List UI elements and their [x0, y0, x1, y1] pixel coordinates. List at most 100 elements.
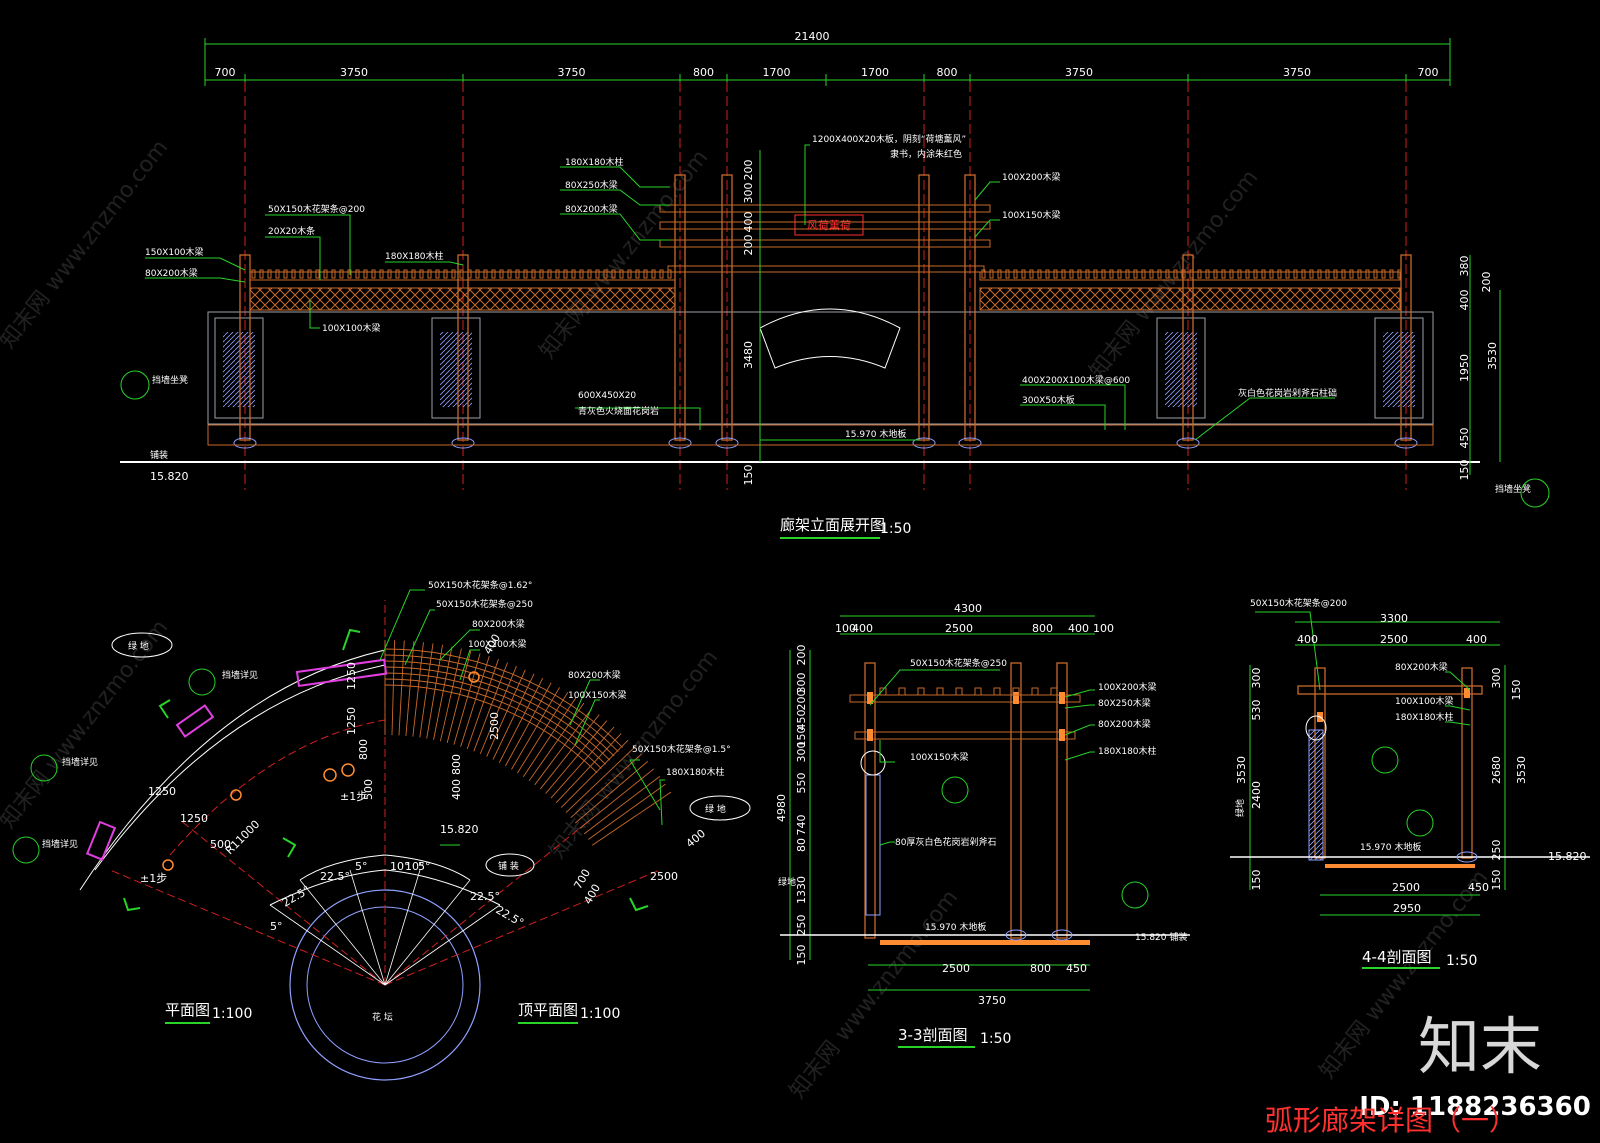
- level-label: 15.820: [150, 470, 189, 483]
- section-4-4-labels: 50X150木花架条@200 3300 400 2500 400 80X200木…: [1234, 597, 1587, 915]
- dim-3530: 3530: [1486, 342, 1499, 370]
- dim-label: 450: [795, 710, 808, 731]
- segment-dimension: 800: [937, 66, 958, 79]
- callout-label: 铺装: [150, 449, 168, 461]
- segment-dimension: 3750: [340, 66, 368, 79]
- plan-label: 挡墙详见: [42, 838, 78, 850]
- dim-label: 150: [1510, 680, 1523, 701]
- watermark-text: 知末网 www.znzmo.com: [785, 885, 963, 1103]
- plan-dimension: 400: [450, 779, 463, 800]
- callout-label: 80X250木梁: [565, 179, 618, 191]
- elevation-callouts: 180X180木柱 80X250木梁 80X200木梁 50X150木花架条@2…: [145, 133, 1531, 495]
- dim-label: 2500: [1380, 633, 1408, 646]
- dim-label: 2950: [1393, 902, 1421, 915]
- dim-label: 2400: [1250, 781, 1263, 809]
- callout-label: 100X200木梁: [1098, 681, 1157, 693]
- plan-dimension: 22.5°: [494, 903, 526, 929]
- callout-label: 挡墙坐凳: [152, 374, 188, 386]
- callout-label: 绿地: [778, 876, 796, 888]
- dim-label: 150: [795, 945, 808, 966]
- callout-label: 绿地: [1234, 799, 1246, 817]
- callout-label: 180X180木柱: [565, 156, 624, 168]
- dim-450: 450: [1458, 428, 1471, 449]
- dim-label: 2500: [942, 962, 970, 975]
- dim-label: 250: [795, 915, 808, 936]
- plan-callout: 100X200木梁: [468, 638, 527, 650]
- plan-dimension: 2500: [488, 712, 501, 740]
- plan-label: 绿 地: [128, 640, 149, 652]
- plan-level: 15.820: [440, 823, 479, 836]
- callout-label: 180X180木柱: [385, 250, 444, 262]
- dim-label: 4980: [775, 794, 788, 822]
- plan-callout: 50X150木花架条@1.62°: [428, 579, 532, 591]
- plan-drawing: 绿 地 挡墙详见 挡墙详见 挡墙详见 绿 地 铺 装 花 坛 15.820 R1…: [12, 579, 751, 1081]
- plan-dimension: 500: [362, 779, 375, 800]
- plan-callout: 80X200木梁: [568, 669, 621, 681]
- plan-dimension: 5°: [270, 920, 283, 933]
- plan-callout: 80X200木梁: [472, 618, 525, 630]
- dim-400r: 400: [1458, 290, 1471, 311]
- segment-dimension: 700: [1418, 66, 1439, 79]
- callout-label: 100X150木梁: [1002, 209, 1061, 221]
- callout-label: 100X100木梁: [322, 322, 381, 334]
- dim-300: 300: [742, 183, 755, 204]
- callout-label: 180X180木柱: [1098, 745, 1157, 757]
- section-4-4-scale: 1:50: [1446, 953, 1477, 969]
- callout-label: 180X180木柱: [1395, 711, 1454, 723]
- callout-label: 15.970 木地板: [1360, 841, 1421, 853]
- dim-label: 450: [1066, 962, 1087, 975]
- plan-dimension: 5°: [418, 860, 431, 873]
- plan-dimension: ±1步: [140, 872, 167, 885]
- section-4-4-title: 4-4剖面图: [1362, 948, 1432, 966]
- dim-label: 2680: [1490, 756, 1503, 784]
- plan-callout: 180X180木柱: [666, 766, 725, 778]
- segment-dimension: 3750: [1065, 66, 1093, 79]
- callout-label: 挡墙坐凳: [1495, 483, 1531, 495]
- dim-200: 200: [742, 160, 755, 181]
- plan-label: 挡墙详见: [222, 669, 258, 681]
- dim-label: 100: [835, 622, 856, 635]
- section-3-3-scale: 1:50: [980, 1031, 1011, 1047]
- callout-label: 150X100木梁: [145, 246, 204, 258]
- callout-label: 20X20木条: [268, 225, 315, 237]
- dim-label: 3530: [1515, 756, 1528, 784]
- section-3-3-labels: 4300 100 400 2500 800 400 100 50X150木花架条…: [778, 602, 1187, 1007]
- dim-label: 3530: [1235, 756, 1248, 784]
- dim-label: 3300: [1380, 612, 1408, 625]
- dim-label: 2500: [1392, 881, 1420, 894]
- dim-200r: 200: [1480, 272, 1493, 293]
- callout-label: 50X150木花架条@200: [1250, 597, 1347, 609]
- callout-label: 50X150木花架条@200: [268, 203, 365, 215]
- sheet-title: 弧形廊架详图（一）: [1265, 1104, 1517, 1137]
- callout-label: 300X50木板: [1022, 394, 1075, 406]
- image-id: ID: 1188236360: [1359, 1092, 1591, 1122]
- dim-label: 800: [1032, 622, 1053, 635]
- dim-label: 1330: [795, 876, 808, 904]
- plan-dimension: 22.5°: [320, 870, 350, 883]
- level-label: 15.820: [1548, 850, 1587, 863]
- segment-dimension: 1700: [763, 66, 791, 79]
- callout-label: 80X200木梁: [145, 267, 198, 279]
- dim-label: 150: [795, 727, 808, 748]
- segment-dimension: 3750: [558, 66, 586, 79]
- roof-plan-scale: 1:100: [580, 1006, 620, 1022]
- plan-callout: 50X150木花架条@1.5°: [632, 743, 731, 755]
- dim-label: 80: [795, 838, 808, 852]
- plan-dimension: 1250: [345, 662, 358, 690]
- plan-label: 挡墙详见: [62, 756, 98, 768]
- callout-label: 50X150木花架条@250: [910, 657, 1007, 669]
- dim-label: 550: [795, 773, 808, 794]
- dim-label: 400: [1466, 633, 1487, 646]
- callout-label: 100X150木梁: [910, 751, 969, 763]
- callout-label: 灰白色花岗岩剁斧石柱础: [1238, 387, 1337, 399]
- plan-label: 花 坛: [372, 1011, 393, 1023]
- dim-label: 2500: [945, 622, 973, 635]
- callout-label: 100X100木梁: [1395, 695, 1454, 707]
- dim-label: 400: [1068, 622, 1089, 635]
- dim-label: 100: [1093, 622, 1114, 635]
- dim-label: 3750: [978, 994, 1006, 1007]
